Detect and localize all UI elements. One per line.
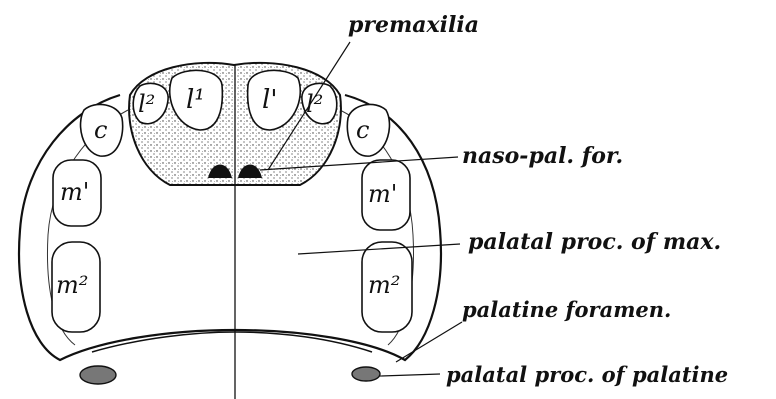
posterior-palate-margin xyxy=(92,332,372,352)
tooth-label-molar-1-right: m' xyxy=(368,180,397,208)
palatal-process-palatine-right xyxy=(352,367,380,381)
tooth-label-molar-2-right: m² xyxy=(368,271,400,299)
tooth-label-incisor-2-right: l² xyxy=(306,90,323,118)
palatal-process-palatine-left xyxy=(80,366,116,384)
tooth-label-incisor-1-left: l¹ xyxy=(186,85,205,115)
tooth-label-molar-1-left: m' xyxy=(60,178,89,206)
label-premaxilla: premaxilia xyxy=(348,12,479,38)
tooth-label-incisor-1-right: l' xyxy=(262,85,277,115)
leader-line-palatine-foramen xyxy=(396,322,462,362)
tooth-label-incisor-2-left: l² xyxy=(138,90,155,118)
tooth-label-canine-right: c xyxy=(356,116,369,144)
label-palatine-foramen: palatine foramen. xyxy=(462,297,671,322)
label-palatal-process-palatine: palatal proc. of palatine xyxy=(446,362,728,387)
label-naso-palatine-foramen: naso-pal. for. xyxy=(462,143,623,169)
tooth-label-canine-left: c xyxy=(94,116,107,144)
tooth-label-molar-2-left: m² xyxy=(56,271,88,299)
leader-line-palatal-process-palatine xyxy=(380,374,440,376)
label-palatal-process-maxilla: palatal proc. of max. xyxy=(468,229,721,255)
